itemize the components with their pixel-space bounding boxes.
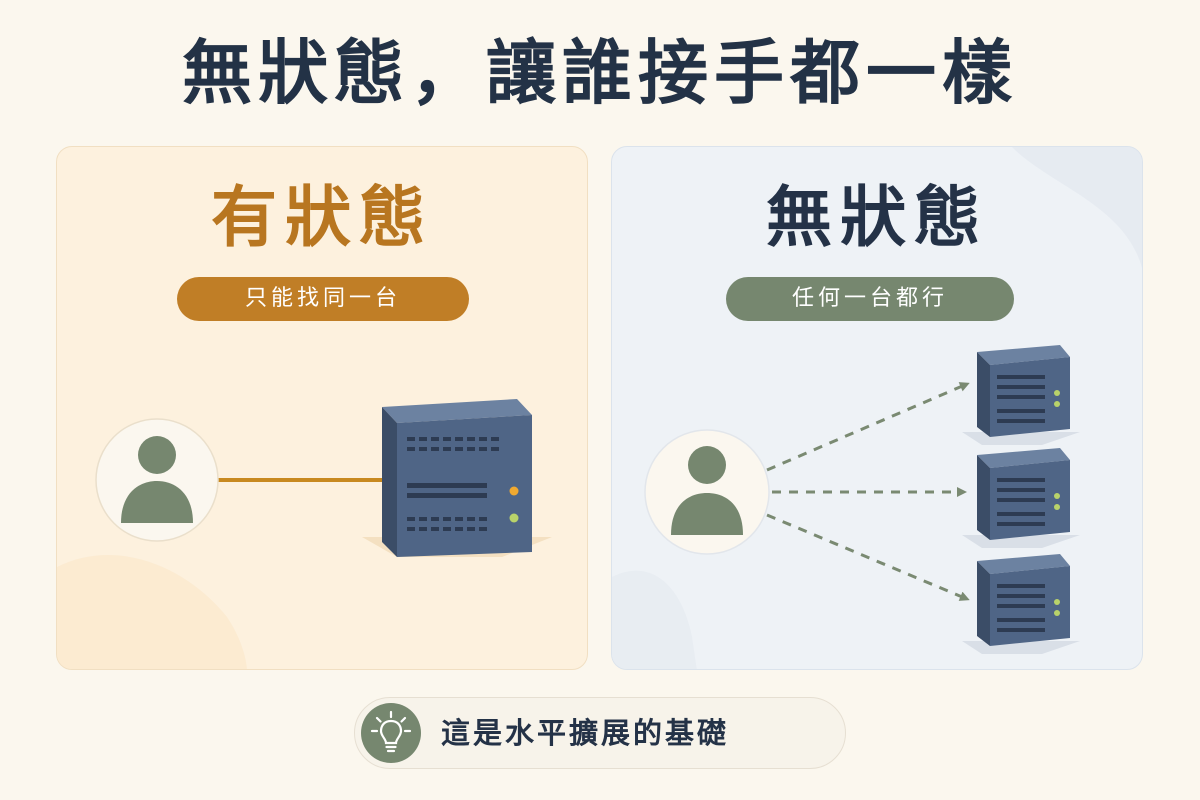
- footer-text: 這是水平擴展的基礎: [441, 716, 730, 750]
- stateful-diagram: [95, 399, 552, 557]
- server-icon-3: [962, 554, 1080, 654]
- stateful-heading: 有狀態: [211, 179, 433, 256]
- stateless-heading: 無狀態: [766, 179, 988, 256]
- footer-callout: 這是水平擴展的基礎: [354, 697, 846, 769]
- lightbulb-icon: [361, 703, 421, 763]
- stateful-tagline: 只能找同一台: [177, 277, 469, 321]
- stateless-panel-background: [612, 147, 1142, 669]
- stateful-panel: 有狀態 只能找同一台: [56, 146, 588, 670]
- stateless-tagline: 任何一台都行: [726, 277, 1014, 321]
- server-icon-2: [962, 448, 1080, 548]
- stateful-panel-background: [57, 555, 247, 669]
- stateless-panel: 無狀態 任何一台都行: [611, 146, 1143, 670]
- stateless-diagram: [644, 345, 1080, 654]
- server-icon-1: [962, 345, 1080, 445]
- main-title: 無狀態，讓誰接手都一樣: [182, 32, 1018, 114]
- user-icon: [644, 429, 770, 555]
- arrow-to-server-1: [766, 382, 970, 472]
- arrow-to-server-3: [766, 513, 970, 601]
- server-icon: [362, 399, 552, 557]
- user-icon: [95, 418, 219, 542]
